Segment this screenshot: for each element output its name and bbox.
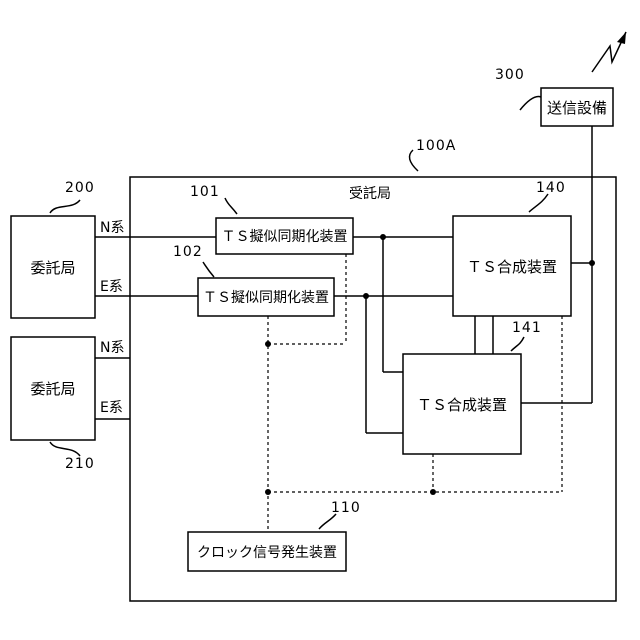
transmit-equipment-label: 送信設備 bbox=[541, 88, 613, 126]
ts-combiner-141-label: ＴＳ合成装置 bbox=[403, 354, 521, 454]
ts-sync-device-102-label: ＴＳ擬似同期化装置 bbox=[198, 278, 334, 316]
ref-200: 200 bbox=[65, 180, 95, 196]
clock-generator-label: クロック信号発生装置 bbox=[188, 532, 346, 571]
ref-101: 101 bbox=[190, 184, 220, 200]
e-line-label-1: E系 bbox=[100, 279, 123, 295]
ref-300: 300 bbox=[495, 67, 525, 83]
ts-sync-device-101-label: ＴＳ擬似同期化装置 bbox=[216, 218, 353, 254]
ref-102: 102 bbox=[173, 244, 203, 260]
ref-140: 140 bbox=[536, 180, 566, 196]
ref-110: 110 bbox=[331, 500, 361, 516]
n-line-label-1: N系 bbox=[100, 220, 124, 236]
client-station-210-label: 委託局 bbox=[11, 337, 95, 440]
station-title: 受託局 bbox=[349, 186, 391, 202]
client-station-200-label: 委託局 bbox=[11, 216, 95, 318]
n-line-label-2: N系 bbox=[100, 340, 124, 356]
ref-210: 210 bbox=[65, 456, 95, 472]
ref-141: 141 bbox=[512, 320, 542, 336]
ref-100a: 100A bbox=[416, 138, 456, 154]
ts-combiner-140-label: ＴＳ合成装置 bbox=[453, 216, 571, 316]
e-line-label-2: E系 bbox=[100, 400, 123, 416]
